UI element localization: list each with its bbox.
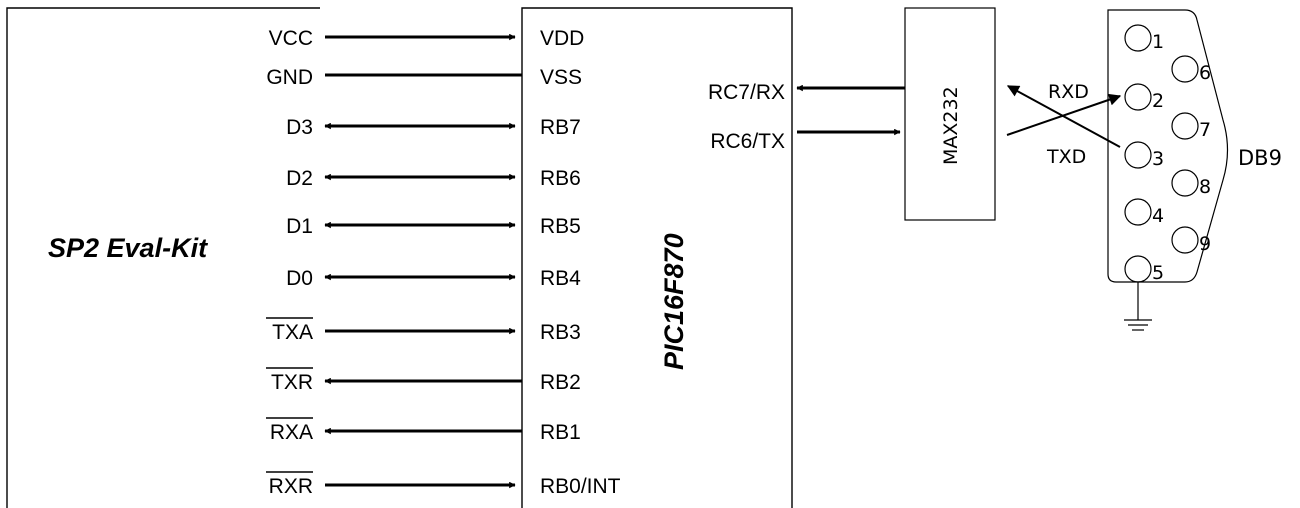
pin-rb6: RB6 bbox=[540, 167, 581, 190]
pin-rb5: RB5 bbox=[540, 215, 581, 238]
eval-kit-signals: VCC GND D3 D2 D1 D0 TXA TXR RXA RXR bbox=[266, 27, 313, 498]
signal-label-d3: D3 bbox=[286, 116, 313, 139]
pin-vdd: VDD bbox=[540, 27, 584, 50]
pin-rb4: RB4 bbox=[540, 267, 581, 290]
db9-pin-label-1: 1 bbox=[1152, 31, 1164, 53]
uart-lines bbox=[796, 84, 905, 136]
signal-label-d1: D1 bbox=[286, 215, 313, 238]
db9-pin-label-8: 8 bbox=[1199, 176, 1211, 198]
db9-pin-2 bbox=[1124, 83, 1152, 111]
db9-connector: 1 2 3 4 5 6 7 8 9 DB9 bbox=[1107, 9, 1282, 284]
connection-lines bbox=[324, 33, 522, 489]
db9-pin-label-5: 5 bbox=[1152, 262, 1164, 284]
pin-rc7-rx: RC7/RX bbox=[708, 81, 785, 104]
signal-label-rxa: RXA bbox=[270, 421, 313, 444]
db9-pin-3 bbox=[1124, 141, 1152, 169]
pin-rb1: RB1 bbox=[540, 421, 581, 444]
pin-rc6-tx: RC6/TX bbox=[710, 130, 785, 153]
pin-rb7: RB7 bbox=[540, 116, 581, 139]
signal-label-rxr: RXR bbox=[269, 475, 313, 498]
pin-rb3: RB3 bbox=[540, 321, 581, 344]
signal-label-txa: TXA bbox=[272, 321, 313, 344]
db9-pin-label-2: 2 bbox=[1152, 90, 1164, 112]
mcu-block: PIC16F870 VDD VSS RB7 RB6 RB5 RB4 RB3 RB… bbox=[521, 7, 793, 508]
ground-icon bbox=[1124, 282, 1152, 331]
signal-label-d2: D2 bbox=[286, 167, 313, 190]
signal-label-d0: D0 bbox=[286, 267, 313, 290]
signal-label-vcc: VCC bbox=[269, 27, 313, 50]
db9-pin-label-3: 3 bbox=[1152, 148, 1164, 170]
eval-kit-block: SP2 Eval-Kit bbox=[6, 7, 320, 508]
db9-pin-label-4: 4 bbox=[1152, 205, 1164, 227]
txd-label: TXD bbox=[1046, 146, 1086, 168]
max232-label: MAX232 bbox=[940, 86, 962, 165]
db9-pin-label-9: 9 bbox=[1199, 233, 1211, 255]
rxd-label: RXD bbox=[1048, 81, 1089, 103]
db9-pin-label-6: 6 bbox=[1199, 62, 1211, 84]
eval-kit-title: SP2 Eval-Kit bbox=[48, 233, 208, 263]
mcu-title: PIC16F870 bbox=[659, 233, 689, 370]
db9-pin-9 bbox=[1171, 226, 1199, 254]
db9-pin-label-7: 7 bbox=[1199, 119, 1211, 141]
db9-pin-8 bbox=[1171, 169, 1199, 197]
signal-label-gnd: GND bbox=[266, 66, 313, 89]
db9-label: DB9 bbox=[1238, 146, 1282, 170]
signal-label-txr: TXR bbox=[271, 371, 313, 394]
db9-pin-5 bbox=[1124, 255, 1152, 283]
db9-pin-1 bbox=[1124, 24, 1152, 52]
pin-rb2: RB2 bbox=[540, 371, 581, 394]
max232-block: MAX232 bbox=[904, 7, 996, 221]
pin-rb0-int: RB0/INT bbox=[540, 475, 621, 498]
db9-pin-6 bbox=[1171, 55, 1199, 83]
wire-txd bbox=[1006, 85, 1121, 148]
serial-cross bbox=[1006, 85, 1122, 148]
db9-pin-4 bbox=[1124, 198, 1152, 226]
db9-pin-7 bbox=[1171, 112, 1199, 140]
pin-vss: VSS bbox=[540, 66, 582, 89]
